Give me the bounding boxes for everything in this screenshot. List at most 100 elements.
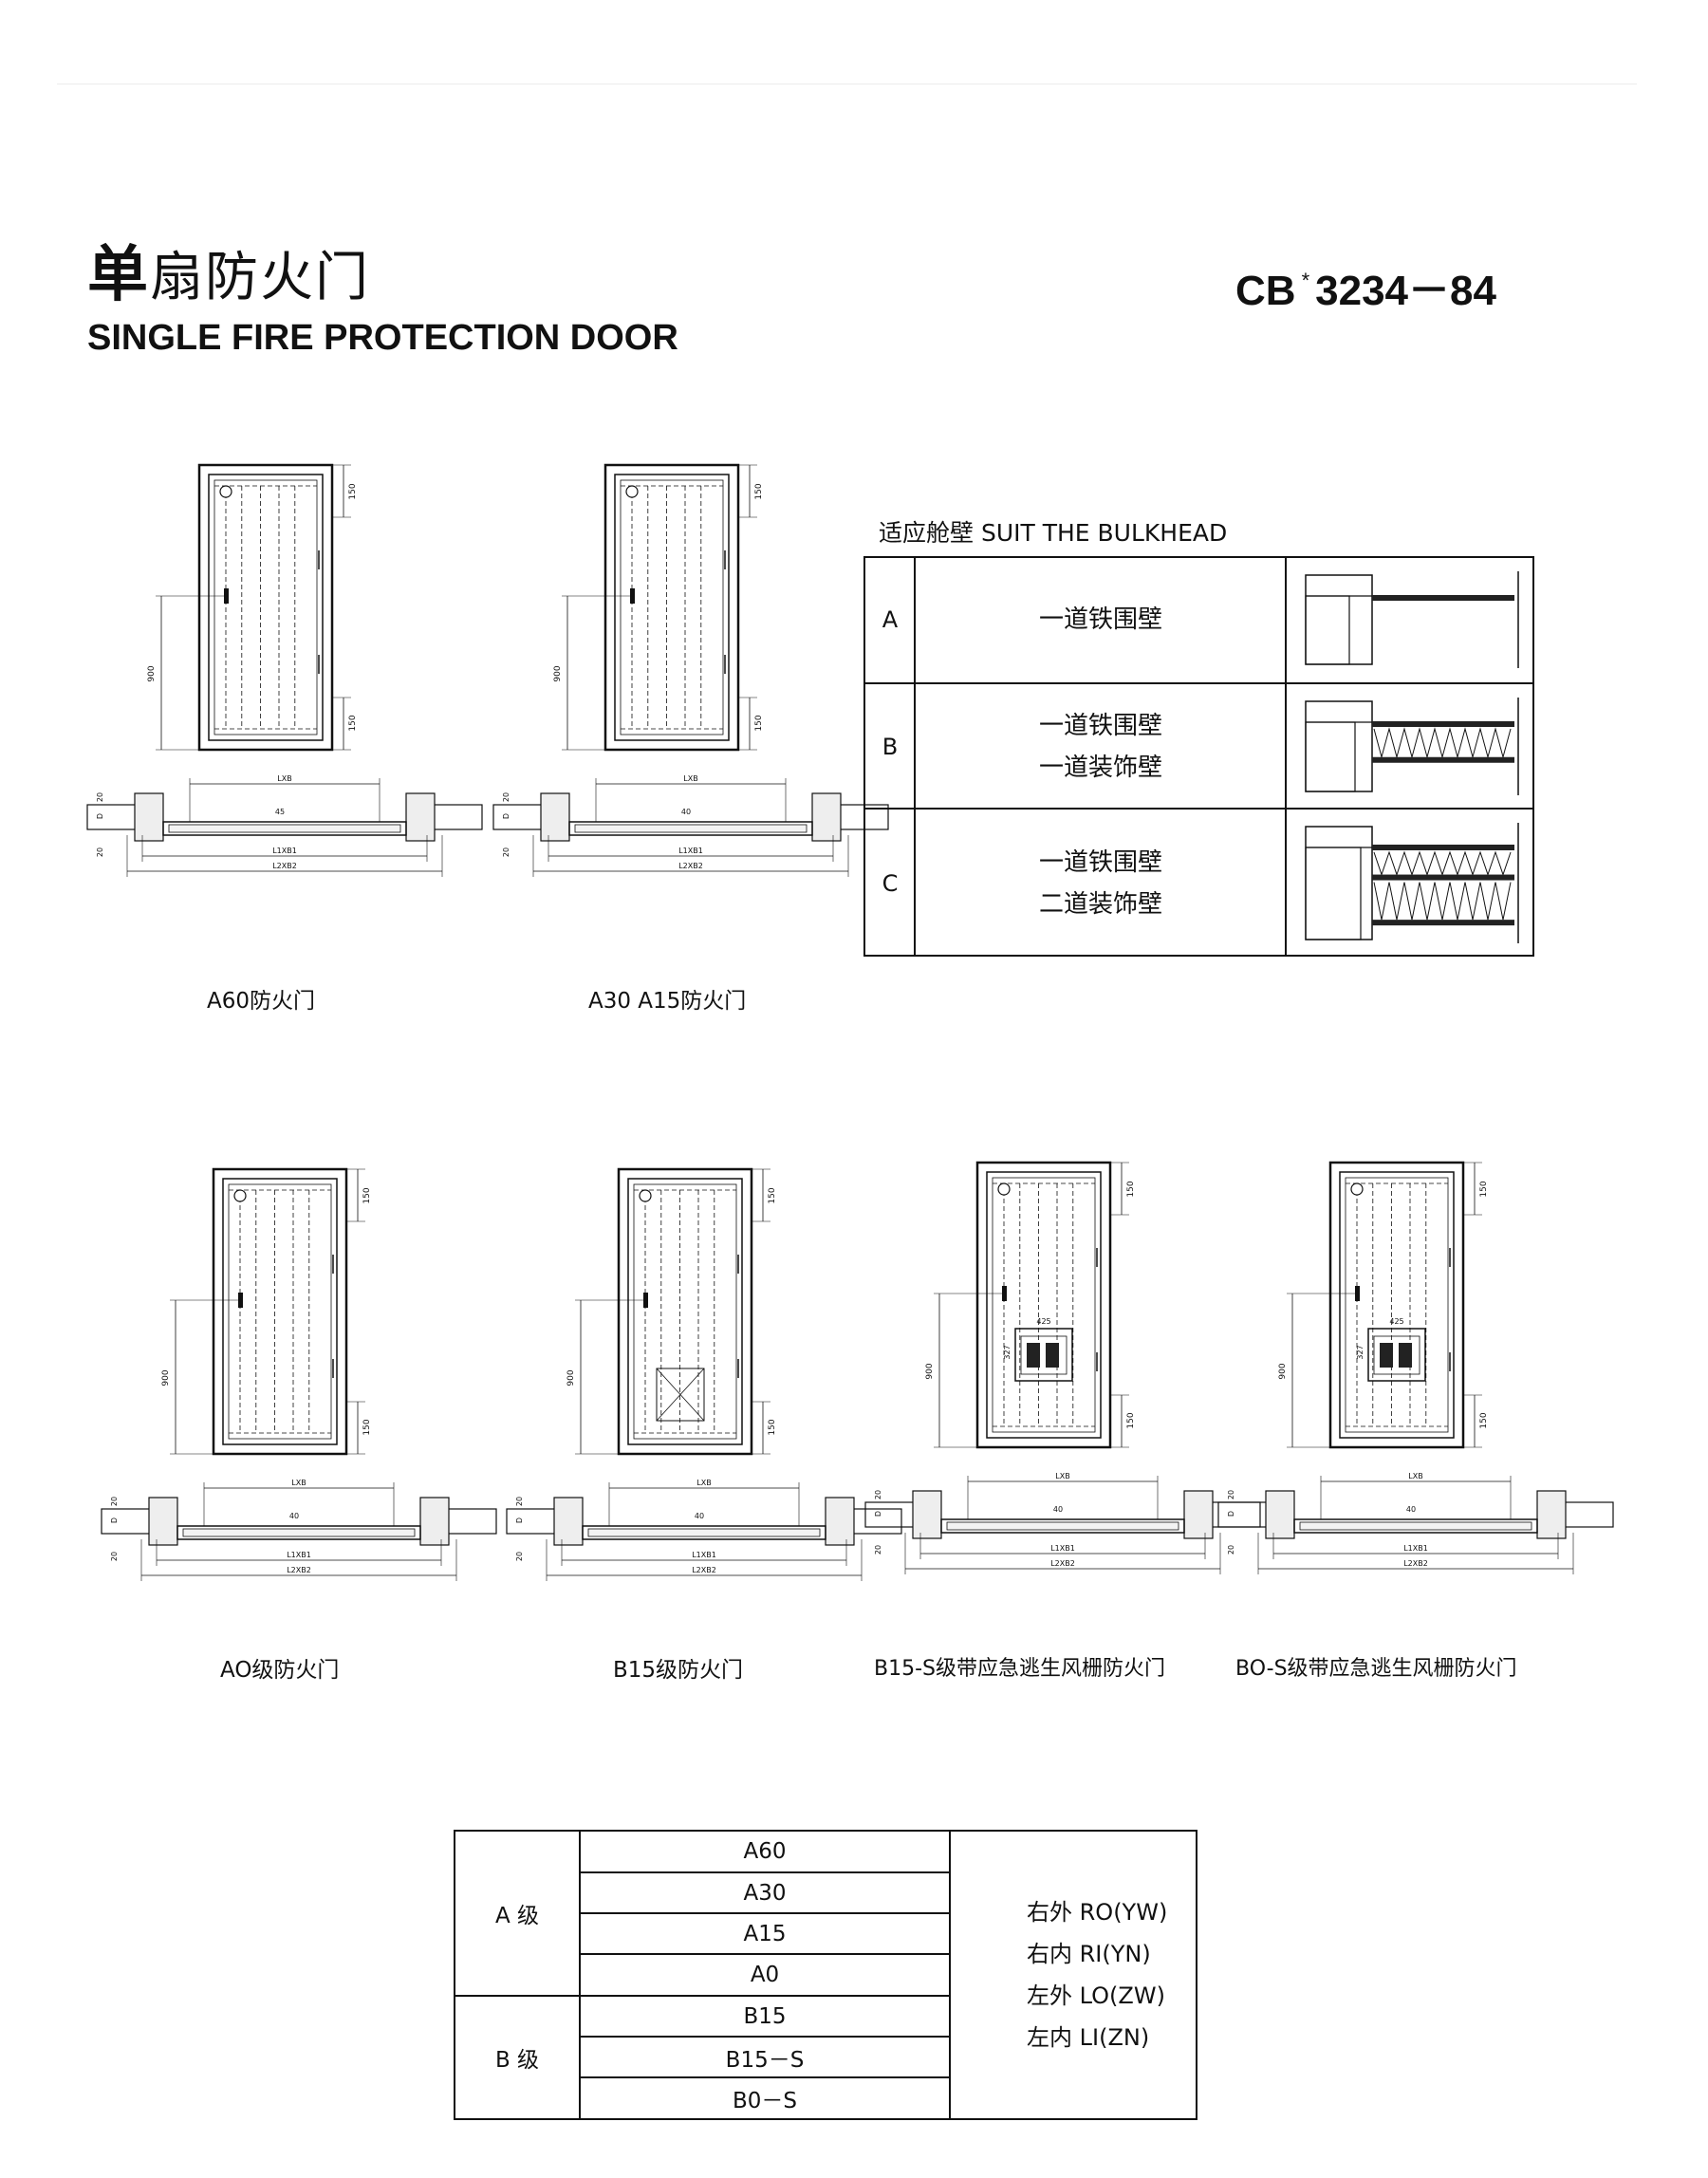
caption-a30: A30 A15防火门	[588, 989, 747, 1014]
plan-insulation-right	[419, 1497, 450, 1546]
dimension-label: 150	[754, 483, 764, 499]
plan-door-leaf	[940, 1518, 1185, 1534]
door-handle-icon	[630, 588, 635, 604]
classification-divider	[455, 1995, 949, 1997]
dimension-label: 20	[110, 1552, 119, 1561]
plan-insulation-left	[553, 1497, 584, 1546]
dimension-label: LXB	[696, 1479, 711, 1487]
dimension-label: 40	[681, 808, 691, 816]
plan-wall-left	[492, 804, 544, 830]
insulation-lining	[1373, 882, 1512, 921]
dimension-label: D	[1227, 1511, 1235, 1517]
plan-door-core	[946, 1521, 1179, 1531]
plan-door-leaf	[582, 1525, 826, 1540]
class-item: A60	[743, 1839, 787, 1864]
door-closer-icon	[997, 1182, 1011, 1196]
bulkhead-divider	[914, 558, 916, 955]
grille-louver	[1380, 1343, 1393, 1368]
plan-door-core	[574, 824, 808, 833]
dimension-label: L1XB1	[692, 1551, 716, 1559]
grille-louver	[1046, 1343, 1059, 1368]
caption-a0: AO级防火门	[220, 1658, 340, 1683]
dimension-label: 150	[754, 715, 764, 731]
door-handle-icon	[1002, 1286, 1007, 1301]
dimension-label: LXB	[291, 1479, 306, 1487]
bulkhead-section-drawing	[1287, 684, 1532, 809]
steel-bulkhead	[1372, 756, 1514, 763]
door-frame	[975, 1161, 1112, 1449]
bulkhead-divider	[1285, 558, 1287, 955]
dimension-label: 150	[348, 483, 358, 499]
dimension-label: 20	[502, 792, 511, 802]
dimension-label: 20	[515, 1552, 524, 1561]
bulkhead-row-a: A 一道铁围壁	[865, 558, 1532, 681]
classification-divider	[579, 1832, 581, 2118]
dimension-label: 900	[1278, 1363, 1288, 1379]
plan-door-leaf	[162, 821, 407, 836]
bulkhead-row-b: B 一道铁围壁一道装饰壁	[865, 682, 1532, 809]
opening-direction: 左外 LO(ZW)	[1027, 1983, 1165, 2009]
dimension-label: 150	[1479, 1412, 1489, 1428]
bulkhead-row-c: C 一道铁围壁二道装饰壁	[865, 808, 1532, 957]
dimension-label: 900	[161, 1369, 171, 1386]
dimension-label: 150	[1479, 1181, 1489, 1197]
wall-sill	[1305, 847, 1362, 940]
bulkhead-description: 一道铁围壁二道装饰壁	[916, 810, 1286, 957]
door-panel	[1345, 1177, 1449, 1433]
door-closer-icon	[639, 1189, 652, 1202]
door-handle-icon	[238, 1293, 243, 1308]
wall-sill	[1305, 721, 1356, 792]
plan-wall-left	[506, 1508, 557, 1535]
dimension-label: D	[515, 1517, 524, 1523]
dimension-label: D	[874, 1511, 882, 1517]
plan-wall-right	[432, 804, 483, 830]
opening-direction: 右内 RI(YN)	[1027, 1941, 1151, 1967]
dimension-label: 900	[147, 665, 157, 681]
dimension-label: LXB	[1408, 1472, 1422, 1480]
dimension-label: L1XB1	[272, 847, 297, 855]
plan-wall-left	[101, 1508, 152, 1535]
dimension-label: L1XB1	[678, 847, 703, 855]
classification-divider	[579, 1871, 949, 1873]
bulkhead-line: 一道铁围壁	[1038, 847, 1162, 877]
bulkhead-line: 一道铁围壁	[1038, 711, 1162, 740]
door-vent-panel	[656, 1368, 705, 1422]
door-leaf	[627, 1178, 743, 1445]
caption-b0s: BO-S级带应急逃生风栅防火门	[1235, 1657, 1517, 1681]
dimension-label: 40	[1406, 1505, 1416, 1514]
bulkhead-code: A	[882, 606, 899, 633]
bulkhead-line: 一道装饰壁	[1038, 753, 1162, 782]
dimension-label: 150	[768, 1187, 777, 1203]
dimension-label: LXB	[1055, 1472, 1069, 1480]
class-group-label: A 级	[494, 1904, 540, 1928]
title-english: SINGLE FIRE PROTECTION DOOR	[87, 318, 678, 358]
dimension-label: 900	[925, 1363, 935, 1379]
dimension-label: D	[502, 813, 511, 819]
escape-grille	[1014, 1328, 1073, 1382]
door-panel	[620, 479, 724, 735]
dimension-label: L2XB2	[1050, 1559, 1075, 1568]
class-item: A0	[750, 1963, 780, 1987]
dimension-label: 150	[362, 1187, 372, 1203]
dimension-label: L1XB1	[1050, 1544, 1075, 1553]
dimension-label: L2XB2	[678, 862, 703, 870]
dimension-label: 20	[502, 847, 511, 857]
plan-door-core	[1299, 1521, 1532, 1531]
plan-wall-left	[864, 1501, 916, 1528]
door-leaf	[1339, 1171, 1455, 1439]
plan-wall-right	[446, 1508, 497, 1535]
dimension-label: 150	[1126, 1181, 1136, 1197]
escape-grille-inner	[1020, 1335, 1068, 1375]
